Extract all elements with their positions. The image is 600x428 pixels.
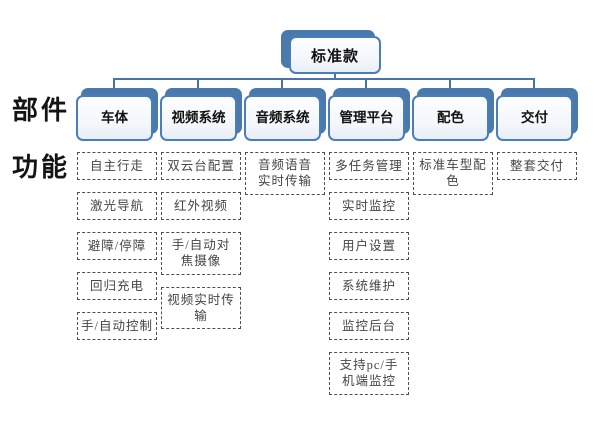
feature-box: 手/自动对 焦摄像 bbox=[161, 232, 241, 275]
feature-box: 音频语音 实时传输 bbox=[245, 152, 325, 195]
branch-header-node: 交付 bbox=[496, 88, 578, 141]
branch-header-node: 视频系统 bbox=[160, 88, 242, 141]
feature-box: 标准车型配色 bbox=[413, 152, 493, 195]
row-label-functions: 功能 bbox=[12, 153, 71, 182]
feature-box: 避障/停障 bbox=[77, 232, 157, 260]
branch-header-label: 交付 bbox=[496, 95, 573, 141]
branch-column: 音频系统 音频语音 实时传输 bbox=[244, 88, 326, 395]
feature-box: 监控后台 bbox=[329, 312, 409, 340]
feature-box: 整套交付 bbox=[497, 152, 577, 180]
branch-header-node: 音频系统 bbox=[244, 88, 326, 141]
branch-header-label: 视频系统 bbox=[160, 95, 237, 141]
branch-header-label: 音频系统 bbox=[244, 95, 321, 141]
branch-header-node: 管理平台 bbox=[328, 88, 410, 141]
feature-box: 激光导航 bbox=[77, 192, 157, 220]
branch-header-label: 配色 bbox=[412, 95, 489, 141]
feature-box: 用户设置 bbox=[329, 232, 409, 260]
feature-box: 红外视频 bbox=[161, 192, 241, 220]
feature-box: 多任务管理 bbox=[329, 152, 409, 180]
branch-header-label: 管理平台 bbox=[328, 95, 405, 141]
feature-list: 标准车型配色 bbox=[412, 152, 494, 195]
branch-column: 视频系统 双云台配置红外视频手/自动对 焦摄像视频实时传输 bbox=[160, 88, 242, 395]
branch-column: 交付 整套交付 bbox=[496, 88, 578, 395]
feature-box: 视频实时传输 bbox=[161, 286, 241, 329]
branch-column: 管理平台 多任务管理实时监控用户设置系统维护监控后台支持pc/手 机端监控 bbox=[328, 88, 410, 395]
feature-box: 手/自动控制 bbox=[77, 312, 157, 340]
branch-columns: 车体 自主行走激光导航避障/停障回归充电手/自动控制 视频系统 双云台配置红外视… bbox=[76, 88, 578, 395]
branch-header-node: 车体 bbox=[76, 88, 158, 141]
feature-list: 音频语音 实时传输 bbox=[244, 152, 326, 195]
branch-header-label: 车体 bbox=[76, 95, 153, 141]
feature-box: 回归充电 bbox=[77, 272, 157, 300]
branch-header-node: 配色 bbox=[412, 88, 494, 141]
root-node-label: 标准款 bbox=[289, 36, 381, 74]
feature-list: 多任务管理实时监控用户设置系统维护监控后台支持pc/手 机端监控 bbox=[328, 152, 410, 395]
row-label-parts: 部件 bbox=[12, 96, 71, 125]
feature-box: 支持pc/手 机端监控 bbox=[329, 352, 409, 395]
feature-box: 系统维护 bbox=[329, 272, 409, 300]
branch-column: 配色 标准车型配色 bbox=[412, 88, 494, 395]
feature-box: 双云台配置 bbox=[161, 152, 241, 180]
root-node: 标准款 bbox=[281, 30, 383, 75]
feature-list: 自主行走激光导航避障/停障回归充电手/自动控制 bbox=[76, 152, 158, 340]
feature-list: 双云台配置红外视频手/自动对 焦摄像视频实时传输 bbox=[160, 152, 242, 329]
feature-box: 自主行走 bbox=[77, 152, 157, 180]
feature-box: 实时监控 bbox=[329, 192, 409, 220]
branch-column: 车体 自主行走激光导航避障/停障回归充电手/自动控制 bbox=[76, 88, 158, 395]
feature-list: 整套交付 bbox=[496, 152, 578, 180]
